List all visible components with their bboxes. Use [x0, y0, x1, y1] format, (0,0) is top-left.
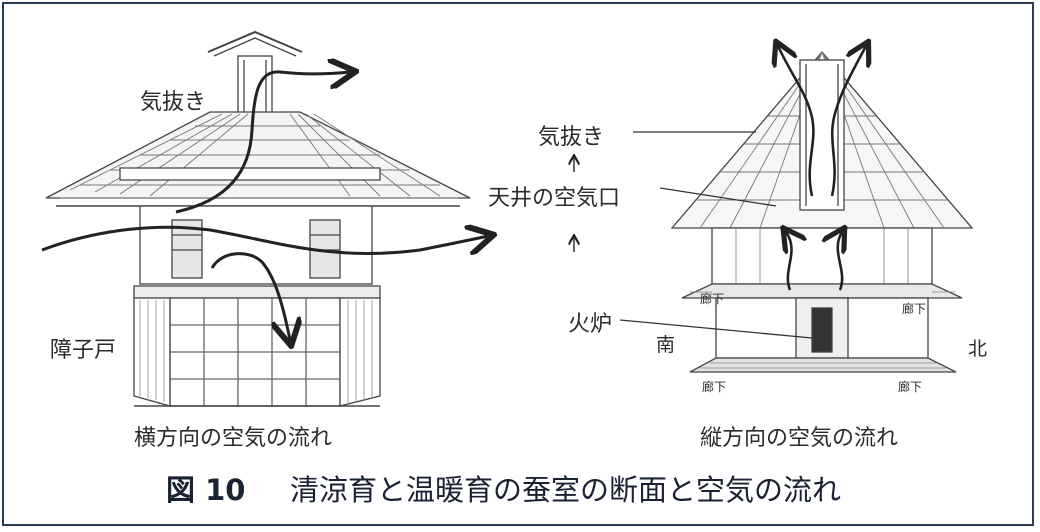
left-airflow-arrows [41, 72, 488, 340]
figure-frame [2, 2, 1034, 526]
ceiling-air-inlet-label: 天井の空気口 [488, 186, 621, 211]
right-air-vent-label: 気抜き [538, 125, 605, 150]
corridor-upper-right-label: 廊下 [902, 302, 927, 316]
fire-pit-label: 火炉 [568, 312, 613, 337]
corridor-lower-right-label: 廊下 [898, 380, 923, 394]
right-subtitle: 縦方向の空気の流れ [700, 426, 899, 451]
corridor-upper-left-label: 廊下 [700, 292, 725, 306]
right-airflow-arrows [778, 46, 866, 291]
left-subtitle: 横方向の空気の流れ [134, 426, 333, 451]
left-building-drawing [45, 30, 471, 407]
figure-number: 図 10 [166, 473, 246, 507]
left-shoji-door-label: 障子戸 [50, 338, 117, 363]
right-building-drawing [619, 50, 974, 373]
left-air-vent-label: 気抜き [140, 90, 207, 115]
north-label: 北 [968, 338, 988, 360]
figure-caption: 清涼育と温暖育の蚕室の断面と空気の流れ [290, 473, 842, 507]
south-label: 南 [656, 334, 676, 356]
corridor-lower-left-label: 廊下 [702, 380, 727, 394]
